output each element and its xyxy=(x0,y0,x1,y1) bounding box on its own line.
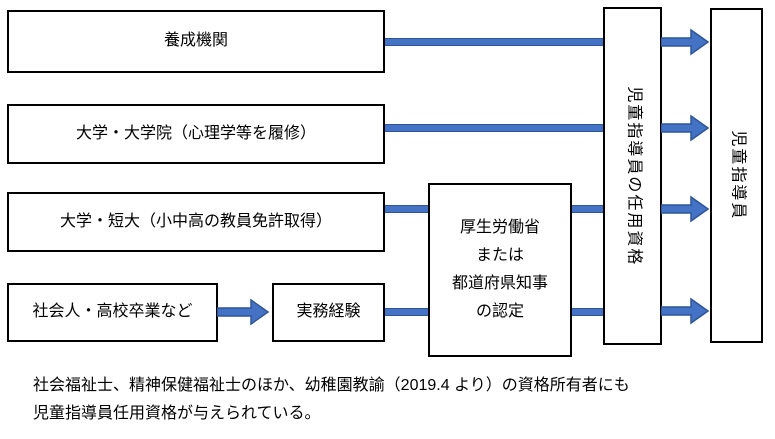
appointment-qualification-box: 児童指導員の任用資格 xyxy=(603,7,662,345)
footnote-line-2: 児童指導員任用資格が与えられている。 xyxy=(33,405,321,422)
work-experience-label: 実務経験 xyxy=(296,303,361,321)
right-arrow-icon xyxy=(661,114,709,142)
ministry-certification-text: 厚生労働省 または 都道府県知事 の認定 xyxy=(452,214,548,326)
certification-line-3: 都道府県知事 xyxy=(451,275,548,292)
training-institution-label: 養成機関 xyxy=(163,32,228,50)
university-psychology-label: 大学・大学院（心理学等を履修） xyxy=(75,124,316,142)
ministry-certification-box: 厚生労働省 または 都道府県知事 の認定 xyxy=(428,183,572,357)
certification-line-1: 厚生労働省 xyxy=(459,219,540,236)
adult-highschool-grad-label: 社会人・高校卒業など xyxy=(32,303,193,321)
adult-highschool-grad-box: 社会人・高校卒業など xyxy=(7,283,218,342)
university-psychology-box: 大学・大学院（心理学等を履修） xyxy=(7,104,385,164)
footnote-line-1: 社会福祉士、精神保健福祉士のほか、幼稚園教諭（2019.4 より）の資格所有者に… xyxy=(33,377,630,394)
certification-line-4: の認定 xyxy=(475,303,524,320)
right-arrow-icon xyxy=(661,195,709,223)
right-arrow-icon xyxy=(661,28,709,56)
footnote: 社会福祉士、精神保健福祉士のほか、幼稚園教諭（2019.4 より）の資格所有者に… xyxy=(33,372,630,428)
connector-line-university-psych xyxy=(384,124,604,132)
connector-line-training xyxy=(384,38,604,46)
work-experience-box: 実務経験 xyxy=(272,283,385,342)
right-arrow-icon xyxy=(661,297,709,325)
university-teacher-license-box: 大学・短大（小中高の教員免許取得） xyxy=(7,192,385,252)
certification-line-2: または xyxy=(475,247,524,264)
university-teacher-license-label: 大学・短大（小中高の教員免許取得） xyxy=(59,212,332,230)
right-arrow-icon xyxy=(217,298,269,326)
appointment-qualification-label: 児童指導員の任用資格 xyxy=(624,85,642,266)
training-institution-box: 養成機関 xyxy=(7,10,385,73)
child-guidance-worker-label: 児童指導員 xyxy=(728,130,746,221)
child-guidance-worker-box: 児童指導員 xyxy=(710,8,763,343)
